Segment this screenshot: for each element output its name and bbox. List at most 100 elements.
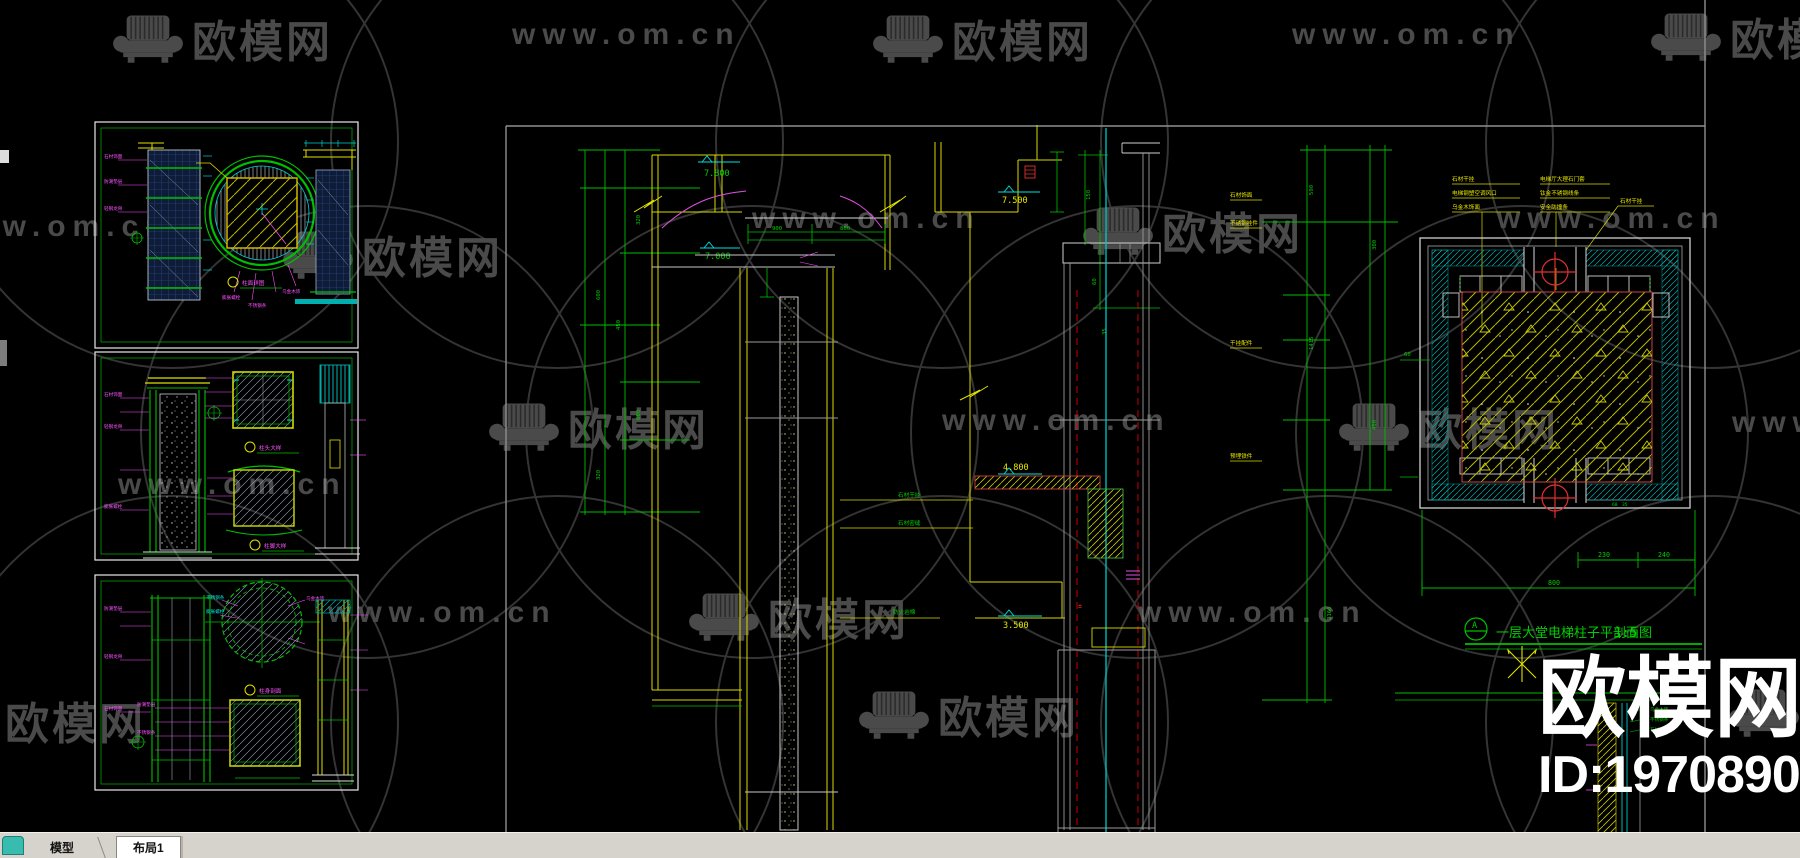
view-title-text: 一层大堂电梯柱子平剖面图 <box>1496 626 1652 641</box>
detail-bubble <box>244 441 256 453</box>
level-marker-7000: 7.000 <box>700 241 740 262</box>
svg-text:60: 60 <box>1404 352 1411 358</box>
model-space-icon[interactable] <box>2 836 24 855</box>
column-hatch <box>1087 488 1124 559</box>
svg-text:60: 60 <box>1612 502 1618 508</box>
svg-text:320: 320 <box>636 215 642 225</box>
svg-text:不锈钢条: 不锈钢条 <box>248 302 267 309</box>
clipped-object <box>0 150 9 163</box>
fragment-bottom-right: 乌金木饰 不锈钢条 石材饰面 <box>1395 692 1703 834</box>
column-plan-detail: 石材干挂 电梯钢塑空调风口 乌金木饰面 电梯厅大理石门套 钛金不锈钢线条 安全防… <box>1400 175 1696 596</box>
dimension-chain-left <box>578 149 700 515</box>
svg-text:柱头大样: 柱头大样 <box>259 444 282 452</box>
detail-bubble <box>244 684 256 696</box>
svg-text:电梯钢塑空调风口: 电梯钢塑空调风口 <box>1452 189 1497 197</box>
svg-text:膨胀螺栓: 膨胀螺栓 <box>104 503 123 510</box>
svg-text:60: 60 <box>1092 278 1098 285</box>
svg-text:150: 150 <box>1086 190 1092 200</box>
svg-text:7.000: 7.000 <box>705 252 731 262</box>
watermark-logo: 欧模网 <box>112 6 333 70</box>
svg-text:450: 450 <box>1372 420 1378 430</box>
svg-text:7.800: 7.800 <box>704 169 730 179</box>
view-scale: 1:5 <box>1614 626 1637 641</box>
section-b: 7.500 150 60 35 <box>840 125 1161 832</box>
svg-text:柱面详图: 柱面详图 <box>242 279 265 287</box>
watermark-brand-text: 欧模网 <box>192 18 333 67</box>
break-symbol <box>879 195 907 213</box>
break-symbol <box>959 385 989 401</box>
detail-panel-1: 石材饰面 防潮垫层 轻钢龙骨 膨胀螺栓 不锈钢条 乌金木饰 <box>94 121 359 349</box>
svg-text:预埋铁件: 预埋铁件 <box>1230 452 1253 460</box>
layout-tab-bar: 模型 布局1 <box>0 832 1800 858</box>
svg-text:230: 230 <box>1598 551 1610 559</box>
axis-crosshair <box>1533 252 1577 518</box>
tab-layout1-label: 布局1 <box>133 841 164 855</box>
svg-text:4.800: 4.800 <box>1003 463 1029 473</box>
svg-text:不锈钢挂件: 不锈钢挂件 <box>1230 219 1258 227</box>
svg-text:轻钢龙骨: 轻钢龙骨 <box>104 205 123 212</box>
svg-text:乌金木饰面: 乌金木饰面 <box>1452 203 1480 211</box>
svg-text:320: 320 <box>596 470 602 480</box>
svg-text:防火岩棉: 防火岩棉 <box>893 608 916 616</box>
svg-text:石材饰面: 石材饰面 <box>104 391 123 398</box>
svg-text:干挂配件: 干挂配件 <box>1230 339 1253 347</box>
svg-text:膨胀螺栓: 膨胀螺栓 <box>206 608 225 615</box>
svg-text:轻钢龙骨: 轻钢龙骨 <box>104 423 123 430</box>
svg-text:不锈钢条: 不锈钢条 <box>206 594 225 601</box>
svg-text:石材饰面: 石材饰面 <box>104 705 123 712</box>
section-bar <box>295 299 357 304</box>
svg-text:防潮垫层: 防潮垫层 <box>137 701 156 708</box>
svg-text:不锈钢条: 不锈钢条 <box>137 729 156 736</box>
svg-text:石材饰面: 石材饰面 <box>1650 726 1669 733</box>
tab-model-label: 模型 <box>50 841 75 855</box>
dimension-chain-right <box>1262 145 1398 703</box>
svg-text:240: 240 <box>1658 551 1670 559</box>
magenta-mark <box>1126 570 1140 580</box>
svg-text:800: 800 <box>1548 579 1560 587</box>
svg-text:石材饰面: 石材饰面 <box>1230 191 1253 199</box>
svg-text:钛金不锈钢线条: 钛金不锈钢线条 <box>1540 189 1580 197</box>
view-title: A 一层大堂电梯柱子平剖面图 1:5 <box>1464 617 1702 682</box>
svg-text:安全防撞条: 安全防撞条 <box>1540 203 1568 211</box>
site-id-number: ID:1970890 <box>1538 746 1800 804</box>
svg-text:35: 35 <box>1102 328 1108 335</box>
svg-text:不锈钢条: 不锈钢条 <box>1650 716 1669 723</box>
svg-text:乌金木饰: 乌金木饰 <box>282 288 301 295</box>
detail-panel-2: 石材饰面 轻钢龙骨 膨胀螺栓 柱头大样 <box>94 351 366 561</box>
svg-text:乌金木饰: 乌金木饰 <box>306 595 325 602</box>
svg-text:7.500: 7.500 <box>1002 196 1028 206</box>
tab-layout1[interactable]: 布局1 <box>116 836 181 858</box>
break-symbol <box>633 195 663 213</box>
svg-text:乌金木饰: 乌金木饰 <box>1650 706 1669 713</box>
beam-section <box>1062 242 1161 264</box>
svg-text:300: 300 <box>1372 240 1378 250</box>
red-fixture-symbol <box>1024 165 1036 179</box>
svg-text:35: 35 <box>1622 502 1628 508</box>
site-brand-text: 欧模网 <box>1538 649 1800 748</box>
sheet-frame <box>505 0 1706 835</box>
svg-text:A: A <box>1472 621 1477 631</box>
svg-text:600: 600 <box>596 290 602 300</box>
watermark-url-text: www.om.cn <box>512 18 741 51</box>
cut-annotations: 石材饰面 不锈钢挂件 干挂配件 预埋铁件 <box>1230 191 1262 462</box>
tab-model[interactable]: 模型 <box>34 837 90 858</box>
drawing-canvas[interactable]: 石材饰面 防潮垫层 轻钢龙骨 膨胀螺栓 不锈钢条 乌金木饰 <box>0 0 1800 835</box>
level-marker-7500: 7.500 <box>998 185 1040 206</box>
svg-text:590: 590 <box>1309 185 1315 195</box>
svg-text:柱脚大样: 柱脚大样 <box>264 542 287 550</box>
svg-text:1415: 1415 <box>1309 337 1315 350</box>
red-mark: ± <box>1078 602 1082 610</box>
detail-panel-3: 防潮垫层 轻钢龙骨 石材饰面 不锈钢条 膨胀螺栓 乌金木饰 柱身剖面 <box>94 574 368 791</box>
north-symbol <box>1506 646 1538 682</box>
svg-text:2160: 2160 <box>1327 607 1333 620</box>
svg-text:450: 450 <box>616 320 622 330</box>
svg-text:900: 900 <box>772 226 782 232</box>
level-marker-3500: 3.500 <box>998 609 1042 631</box>
detail-bubble <box>1464 617 1488 641</box>
detail-bubble <box>249 539 261 551</box>
level-marker-4800: 4.800 <box>998 463 1042 475</box>
svg-text:柱身剖面: 柱身剖面 <box>259 687 282 695</box>
svg-text:石材密缝: 石材密缝 <box>898 519 921 527</box>
